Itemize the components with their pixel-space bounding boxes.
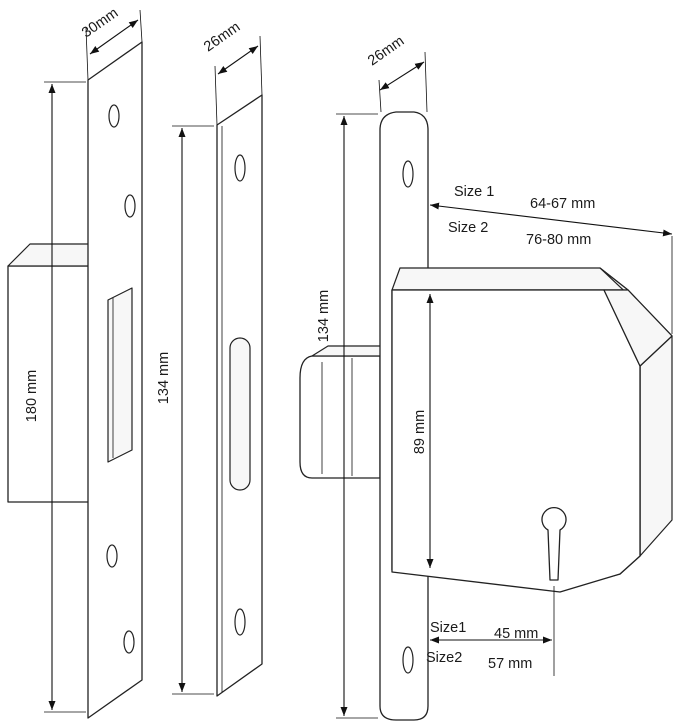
screw-hole <box>234 154 246 182</box>
strike-plate <box>7 41 143 719</box>
lock-case-body <box>391 289 641 593</box>
strike-cutout <box>107 287 133 463</box>
screw-hole <box>402 160 414 188</box>
lock-case-top <box>391 267 629 291</box>
backset-size1-label: Size1 <box>430 620 466 636</box>
screw-hole <box>234 608 246 636</box>
arrow-icon <box>217 45 259 75</box>
face-plate-width-label: 26mm <box>201 19 243 55</box>
screw-hole <box>108 104 120 128</box>
backset-size2-value: 57 mm <box>488 656 532 672</box>
size2-value: 76-80 mm <box>526 232 591 248</box>
case-height-label: 89 mm <box>412 410 428 454</box>
backset-size1-value: 45 mm <box>494 626 538 642</box>
lock-face-height-label: 134 mm <box>316 290 332 342</box>
keyhole <box>541 506 567 581</box>
screw-hole <box>123 630 135 654</box>
lock-case-chamfer <box>603 289 673 367</box>
deadbolt <box>299 355 381 479</box>
strike-plate-height-label: 180 mm <box>24 370 40 422</box>
screw-hole <box>402 646 414 674</box>
backset-size2-label: Size2 <box>426 650 462 666</box>
size1-label: Size 1 <box>454 184 494 200</box>
arrow-icon <box>429 202 673 237</box>
face-plate-height-label: 134 mm <box>156 352 172 404</box>
lock-face-width-label: 26mm <box>365 33 407 69</box>
face-plate <box>216 94 263 697</box>
screw-hole <box>106 544 118 568</box>
mortice-lock <box>299 111 673 721</box>
arrow-icon <box>379 61 425 91</box>
screw-hole <box>124 194 136 218</box>
size1-value: 64-67 mm <box>530 196 595 212</box>
bolt-slot <box>229 337 251 491</box>
size2-label: Size 2 <box>448 220 488 236</box>
arrow-icon <box>89 19 139 55</box>
